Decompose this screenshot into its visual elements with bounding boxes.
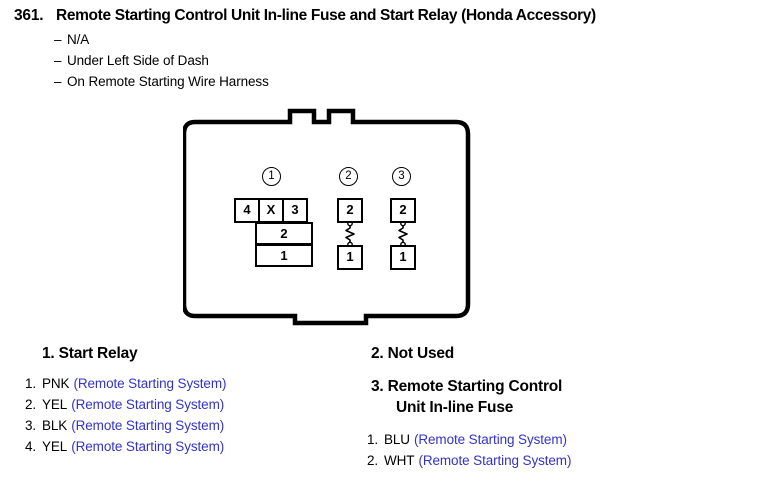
wire-code: BLK [42, 418, 68, 433]
connector-housing-outline [183, 108, 475, 326]
pin-marker-1: 1 [262, 167, 281, 186]
legend-heading-not-used: 2. Not Used [371, 345, 455, 362]
wire-system: (Remote Starting System) [71, 439, 225, 454]
fuse-pad-top: 2 [337, 198, 363, 223]
wire-item: 2. WHT(Remote Starting System) [360, 453, 572, 468]
wire-index: 2. [24, 397, 36, 412]
terminal-cell-4: 4 [234, 198, 260, 223]
wire-item: 1. PNK(Remote Starting System) [18, 376, 227, 391]
note-dash-icon: – [54, 32, 62, 47]
fuse-connector-2: 2 1 [337, 198, 363, 270]
terminal-cell-x: X [258, 198, 284, 223]
wire-code: PNK [42, 376, 70, 391]
pin-marker-2: 2 [339, 167, 358, 186]
legend-heading-inline-fuse-line1: 3. Remote Starting Control [371, 378, 563, 395]
note-text: On Remote Starting Wire Harness [67, 74, 269, 89]
pin-marker-3: 3 [392, 167, 411, 186]
wire-system: (Remote Starting System) [73, 376, 227, 391]
wire-system: (Remote Starting System) [418, 453, 572, 468]
connector-outline-svg [183, 108, 471, 326]
terminal-cell-2: 2 [255, 222, 313, 245]
note-dash-icon: – [54, 74, 62, 89]
fuse-pad-bottom: 1 [390, 245, 416, 270]
wire-index: 1. [366, 432, 378, 447]
note-text: N/A [67, 32, 90, 47]
terminal-cell-3: 3 [282, 198, 308, 223]
note-dash-icon: – [54, 53, 62, 68]
wire-index: 4. [24, 439, 36, 454]
wire-item: 3. BLK(Remote Starting System) [18, 418, 224, 433]
fuse-zigzag-icon [398, 221, 408, 247]
fuse-connector-3: 2 1 [390, 198, 416, 270]
wire-item: 1. BLU(Remote Starting System) [360, 432, 567, 447]
wire-code: WHT [384, 453, 415, 468]
entry-number: 361. [14, 7, 44, 24]
legend-heading-start-relay: 1. Start Relay [42, 345, 138, 362]
fuse-pad-bottom: 1 [337, 245, 363, 270]
fuse-zigzag-icon [345, 221, 355, 247]
wire-system: (Remote Starting System) [71, 397, 225, 412]
page-title: Remote Starting Control Unit In-line Fus… [56, 7, 596, 24]
note-line-1: –N/A [54, 32, 89, 47]
note-line-2: –Under Left Side of Dash [54, 53, 209, 68]
note-line-3: –On Remote Starting Wire Harness [54, 74, 269, 89]
wire-item: 4. YEL(Remote Starting System) [18, 439, 224, 454]
wire-code: YEL [42, 397, 68, 412]
fuse-pad-top: 2 [390, 198, 416, 223]
wire-index: 3. [24, 418, 36, 433]
wire-index: 1. [24, 376, 36, 391]
wire-system: (Remote Starting System) [71, 418, 225, 433]
wire-code: YEL [42, 439, 68, 454]
wire-system: (Remote Starting System) [413, 432, 567, 447]
wire-code: BLU [384, 432, 410, 447]
wire-index: 2. [366, 453, 378, 468]
wire-item: 2. YEL(Remote Starting System) [18, 397, 224, 412]
note-text: Under Left Side of Dash [67, 53, 209, 68]
terminal-cell-1: 1 [255, 244, 313, 267]
legend-heading-inline-fuse-line2: Unit In-line Fuse [396, 399, 514, 416]
